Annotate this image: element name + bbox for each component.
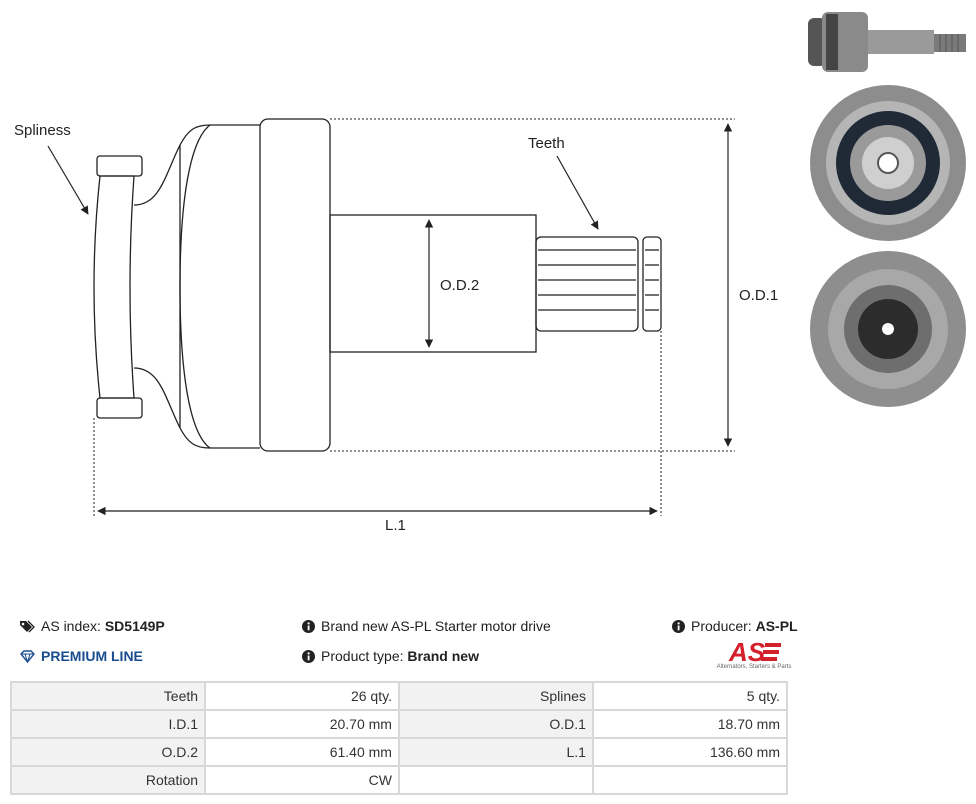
spec-label: O.D.1 (397, 709, 594, 739)
spec-label: I.D.1 (9, 709, 207, 739)
as-index: AS index: SD5149P (20, 617, 165, 637)
spec-value: 18.70 mm (591, 709, 789, 739)
teeth-pointer (556, 155, 599, 230)
teeth-label: Teeth (528, 135, 565, 152)
specs-table: Teeth 26 qty. Splines 5 qty. I.D.1 20.70… (9, 681, 789, 795)
producer-value: AS-PL (755, 618, 798, 634)
spec-label: O.D.2 (9, 737, 207, 767)
collar-ring (93, 175, 135, 399)
logo-subtext: Alternators, Starters & Parts (716, 664, 792, 670)
spec-label: Teeth (9, 681, 207, 711)
back-view-photo[interactable] (808, 250, 968, 408)
clutch-body (179, 124, 211, 449)
premium-line[interactable]: PREMIUM LINE (20, 647, 143, 667)
as-pl-logo: AS Alternators, Starters & Parts (715, 637, 793, 673)
spliness-pointer (47, 145, 89, 215)
spec-value: 5 qty. (591, 681, 789, 711)
info-icon (302, 649, 315, 667)
pinion (535, 236, 639, 332)
spec-label (397, 765, 594, 795)
producer-label: Producer: (691, 618, 752, 634)
side-view-photo[interactable] (806, 8, 968, 76)
spec-label: Splines (397, 681, 594, 711)
housing (259, 118, 331, 452)
front-view-photo[interactable] (808, 84, 968, 242)
as-index-label: AS index: (41, 618, 101, 634)
table-row: Rotation CW (9, 765, 789, 795)
gem-icon (20, 649, 35, 667)
product-type-label: Product type: (321, 648, 404, 664)
technical-drawing: Spliness Teeth O.D.2 O.D.1 L.1 (14, 118, 778, 534)
spec-value (591, 765, 789, 795)
l1-label: L.1 (385, 517, 406, 534)
spec-value: 61.40 mm (204, 737, 400, 767)
spec-label: Rotation (9, 765, 207, 795)
logo-text: AS (728, 637, 766, 665)
tags-icon (20, 619, 35, 637)
collar-tab-top (96, 155, 143, 177)
table-row: Teeth 26 qty. Splines 5 qty. (9, 681, 789, 711)
info-icon (672, 619, 685, 637)
spliness-label: Spliness (14, 122, 71, 139)
table-row: O.D.2 61.40 mm L.1 136.60 mm (9, 737, 789, 767)
product-type: Product type: Brand new (302, 647, 479, 667)
od1-label: O.D.1 (739, 287, 778, 304)
product-type-value: Brand new (407, 648, 479, 664)
shaft (329, 214, 537, 353)
collar-tab-bottom (96, 397, 143, 419)
neck-curve (133, 124, 260, 449)
table-row: I.D.1 20.70 mm O.D.1 18.70 mm (9, 709, 789, 739)
producer: Producer: AS-PL (672, 617, 798, 637)
spec-value: 26 qty. (204, 681, 400, 711)
description: Brand new AS-PL Starter motor drive (302, 617, 551, 637)
spec-value: 136.60 mm (591, 737, 789, 767)
pinion-ring (642, 236, 662, 332)
as-index-value: SD5149P (104, 618, 165, 634)
spec-label: L.1 (397, 737, 594, 767)
spec-value: 20.70 mm (204, 709, 400, 739)
description-text: Brand new AS-PL Starter motor drive (321, 618, 551, 634)
premium-line-label: PREMIUM LINE (41, 648, 143, 664)
info-icon (302, 619, 315, 637)
spec-value: CW (204, 765, 400, 795)
od2-label: O.D.2 (440, 277, 479, 294)
